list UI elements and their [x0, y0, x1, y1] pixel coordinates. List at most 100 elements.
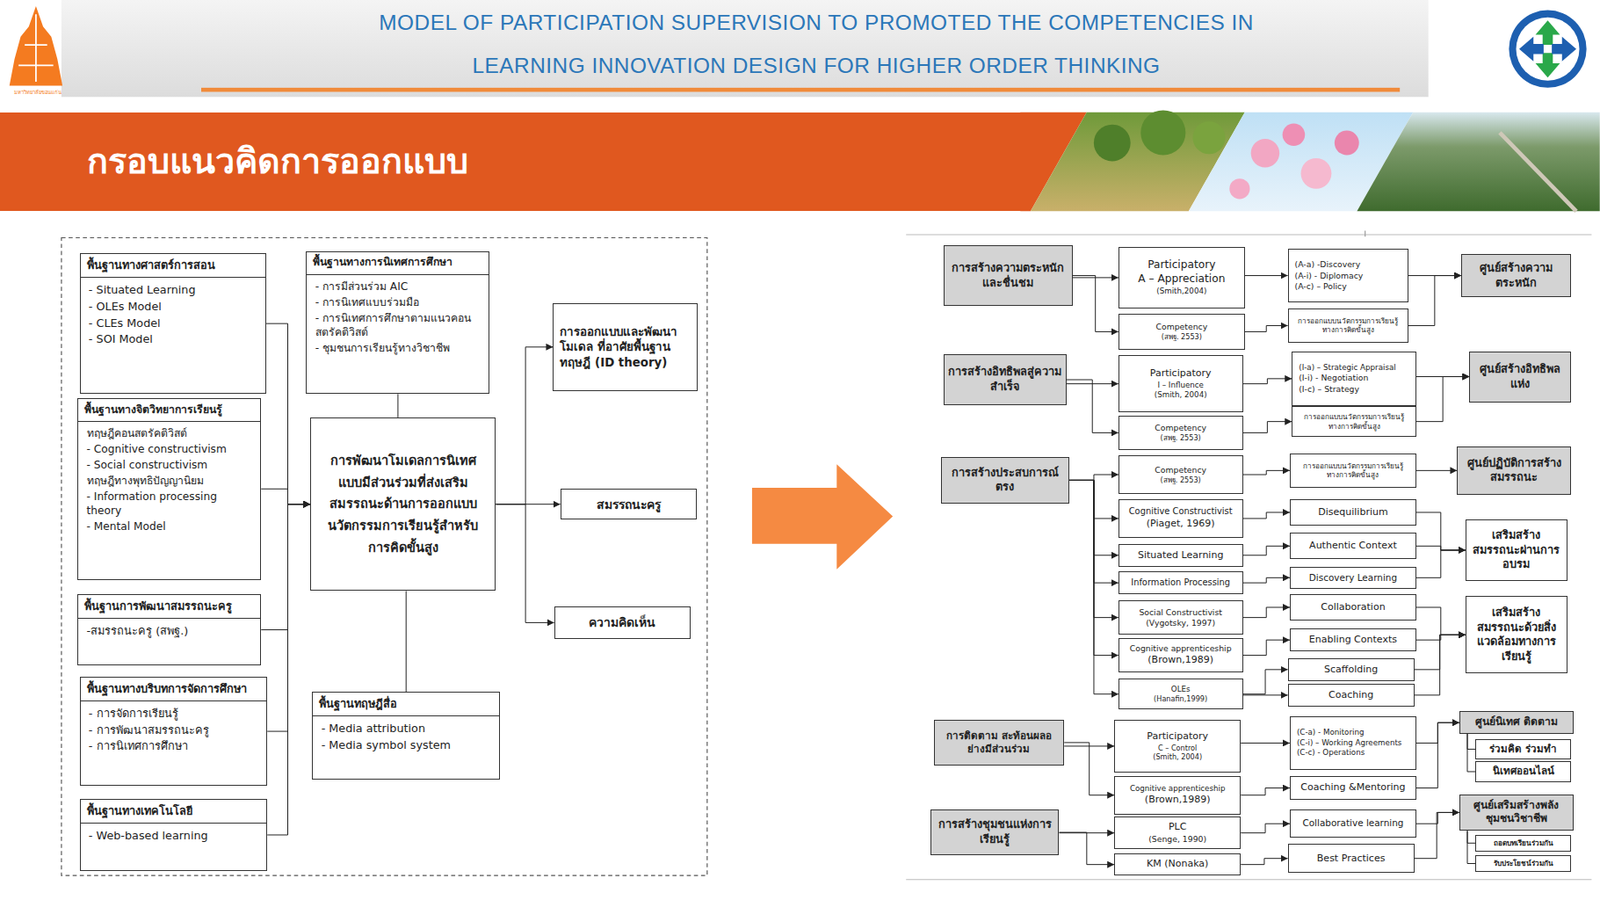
connector: [1416, 376, 1470, 377]
connector: [405, 590, 407, 692]
logo-arrow: [1535, 52, 1561, 78]
process-box: Collaboration: [1289, 593, 1417, 621]
node-text: (A-i) - Diplomacy: [1295, 270, 1405, 282]
connector: [267, 504, 311, 835]
stage-box: การสร้างประสบการณ์ตรง: [941, 456, 1070, 503]
logo-arrow: [1535, 20, 1561, 45]
node-text: - การพัฒนาสมรรถนะครู: [80, 721, 268, 739]
process-box: การออกแบบนวัตกรรมการเรียนรู้ทางการคิดขั้…: [1288, 308, 1409, 343]
node-text: ศูนย์สร้างความตระหนัก: [1465, 260, 1568, 290]
node-text: (Smith, 2004): [1122, 390, 1239, 400]
photo-detail: [1192, 121, 1225, 154]
connector: [1416, 470, 1457, 471]
output-box: สมรรถนะครู: [560, 488, 698, 520]
node-text: พื้นฐานทางศาสตร์การสอน: [80, 253, 267, 278]
node-text: Situated Learning: [1122, 549, 1239, 562]
node-text: - Information processing theory: [78, 489, 261, 520]
node-text: Best Practices: [1291, 852, 1411, 865]
node-text: (Brown,1989): [1122, 653, 1239, 667]
connector: [1416, 634, 1466, 640]
center-box: ศูนย์นิเทศ ติดตาม: [1459, 710, 1574, 734]
connector: [1243, 639, 1290, 655]
node-text: การติดตาม สะท้อนผลอย่างมีส่วนร่วม: [937, 729, 1061, 756]
connector: [1467, 733, 1476, 772]
node-text: Competency: [1122, 464, 1239, 476]
process-box: Disequilibrium: [1289, 499, 1417, 526]
node-text: - Cognitive constructivism: [78, 441, 261, 458]
photo-detail: [1251, 138, 1281, 168]
connector: [1414, 634, 1466, 696]
process-box: (C-a) - Monitoring(C-i) – Working Agreem…: [1289, 716, 1417, 769]
activity-box: ร่วมคิด ร่วมทำ: [1475, 738, 1572, 760]
node-text: Cognitive apprenticeship: [1118, 783, 1238, 794]
node-text: การออกแบบและพัฒนาโมเดล ที่อาศัยพื้นฐานทฤ…: [559, 324, 694, 370]
photo-aerial: [1356, 112, 1600, 212]
node-text: (C-a) - Monitoring: [1296, 727, 1413, 738]
section-band: กรอบแนวคิดการออกแบบ: [0, 112, 1026, 212]
node-text: I – Influence: [1122, 380, 1239, 391]
node-text: นิเทศออนไลน์: [1479, 764, 1568, 778]
connector: [1069, 479, 1119, 555]
node-text: การสร้างความตระหนักและชื่นชม: [948, 260, 1069, 290]
logo-arrow: [1519, 36, 1544, 62]
node-text: การสร้างประสบการณ์ตรง: [944, 465, 1065, 495]
theory-box: Cognitive Constructivist(Piaget, 1969): [1118, 499, 1244, 538]
node-text: (Brown,1989): [1118, 793, 1238, 806]
node-text: Coaching &Mentoring: [1293, 781, 1412, 794]
connector: [495, 347, 553, 505]
photo-detail: [1140, 109, 1186, 155]
stage-box: การติดตาม สะท้อนผลอย่างมีส่วนร่วม: [933, 719, 1065, 766]
node-text: การออกแบบนวัตกรรมการเรียนรู้ทางการคิดขั้…: [1295, 412, 1413, 431]
connector: [260, 488, 311, 504]
foundation-box: พื้นฐานทางจิตวิทยาการเรียนรู้ทฤษฎีคอนสตร…: [77, 398, 261, 580]
connector: [1069, 479, 1119, 583]
connector: [1240, 823, 1290, 833]
logo-caption: มหาวิทยาลัยขอนแก่น: [4, 87, 73, 97]
node-text: (C-i) – Working Agreements: [1296, 738, 1413, 748]
foundation-box: พื้นฐานทางการนิเทศการศึกษา- การมีส่วนร่ว…: [305, 251, 490, 395]
node-text: - CLEs Model: [80, 314, 267, 332]
frame-line: [905, 233, 1592, 235]
university-logo: [9, 6, 63, 87]
node-text: Cognitive apprenticeship: [1122, 643, 1239, 654]
node-text: ความคิดเห็น: [557, 614, 688, 630]
node-text: (สพฐ. 2553): [1122, 475, 1239, 486]
node-text: Social Constructivist: [1122, 607, 1239, 618]
node-text: - Media symbol system: [312, 737, 500, 754]
node-text: - Social constructivism: [78, 457, 261, 474]
connector: [1064, 742, 1115, 796]
theory-box: ParticipatoryA – Appreciation(Smith,2004…: [1118, 246, 1246, 309]
photo-detail: [1229, 178, 1250, 199]
connector: [1243, 694, 1289, 696]
center-box: ศูนย์ปฏิบัติการสร้างสมรรถนะ: [1456, 446, 1572, 496]
node-text: (สพฐ. 2553): [1122, 433, 1239, 443]
connector: [1072, 276, 1119, 278]
node-text: - การจัดการเรียนรู้: [80, 701, 268, 723]
node-text: Enabling Contexts: [1293, 633, 1412, 646]
node-text: รับประโยชน์ร่วมกัน: [1479, 858, 1568, 869]
node-text: OLEs: [1122, 684, 1239, 695]
node-text: การออกแบบนวัตกรรมการเรียนรู้ทางการคิดขั้…: [1293, 461, 1412, 480]
theory-box: Social Constructivist(Vygotsky, 1997): [1118, 600, 1244, 635]
connector: [1066, 379, 1119, 433]
node-text: (C-c) - Operations: [1296, 747, 1413, 758]
center-box: ศูนย์สร้างความตระหนัก: [1461, 253, 1572, 297]
node-text: (I-a) – Strategic Appraisal: [1298, 362, 1412, 373]
connector: [1072, 275, 1119, 333]
node-text: การพัฒนาโมเดลการนิเทศแบบมีส่วนร่วมที่ส่ง…: [318, 449, 487, 558]
process-box: Best Practices: [1288, 843, 1415, 873]
node-text: การออกแบบนวัตกรรมการเรียนรู้ทางการคิดขั้…: [1291, 316, 1405, 335]
center-box: ศูนย์เสริมสร้างพลังชุมชนวิชาชีพ: [1459, 794, 1574, 832]
node-text: การสร้างชุมชนแห่งการเรียนรู้: [934, 817, 1056, 847]
output-box: ความคิดเห็น: [554, 606, 692, 639]
theory-box: PLC(Senge, 1990): [1114, 816, 1241, 849]
frame-tick: [1364, 230, 1366, 237]
node-text: กรอบแนวคิดการออกแบบ: [86, 138, 469, 184]
photo-detail: [1301, 158, 1333, 189]
node-text: Competency: [1122, 422, 1239, 434]
connector: [1058, 832, 1115, 833]
connector: [1069, 479, 1119, 519]
node-text: ศูนย์ปฏิบัติการสร้างสมรรถนะ: [1461, 456, 1568, 486]
connector: [266, 323, 311, 505]
node-text: Scaffolding: [1291, 663, 1411, 676]
